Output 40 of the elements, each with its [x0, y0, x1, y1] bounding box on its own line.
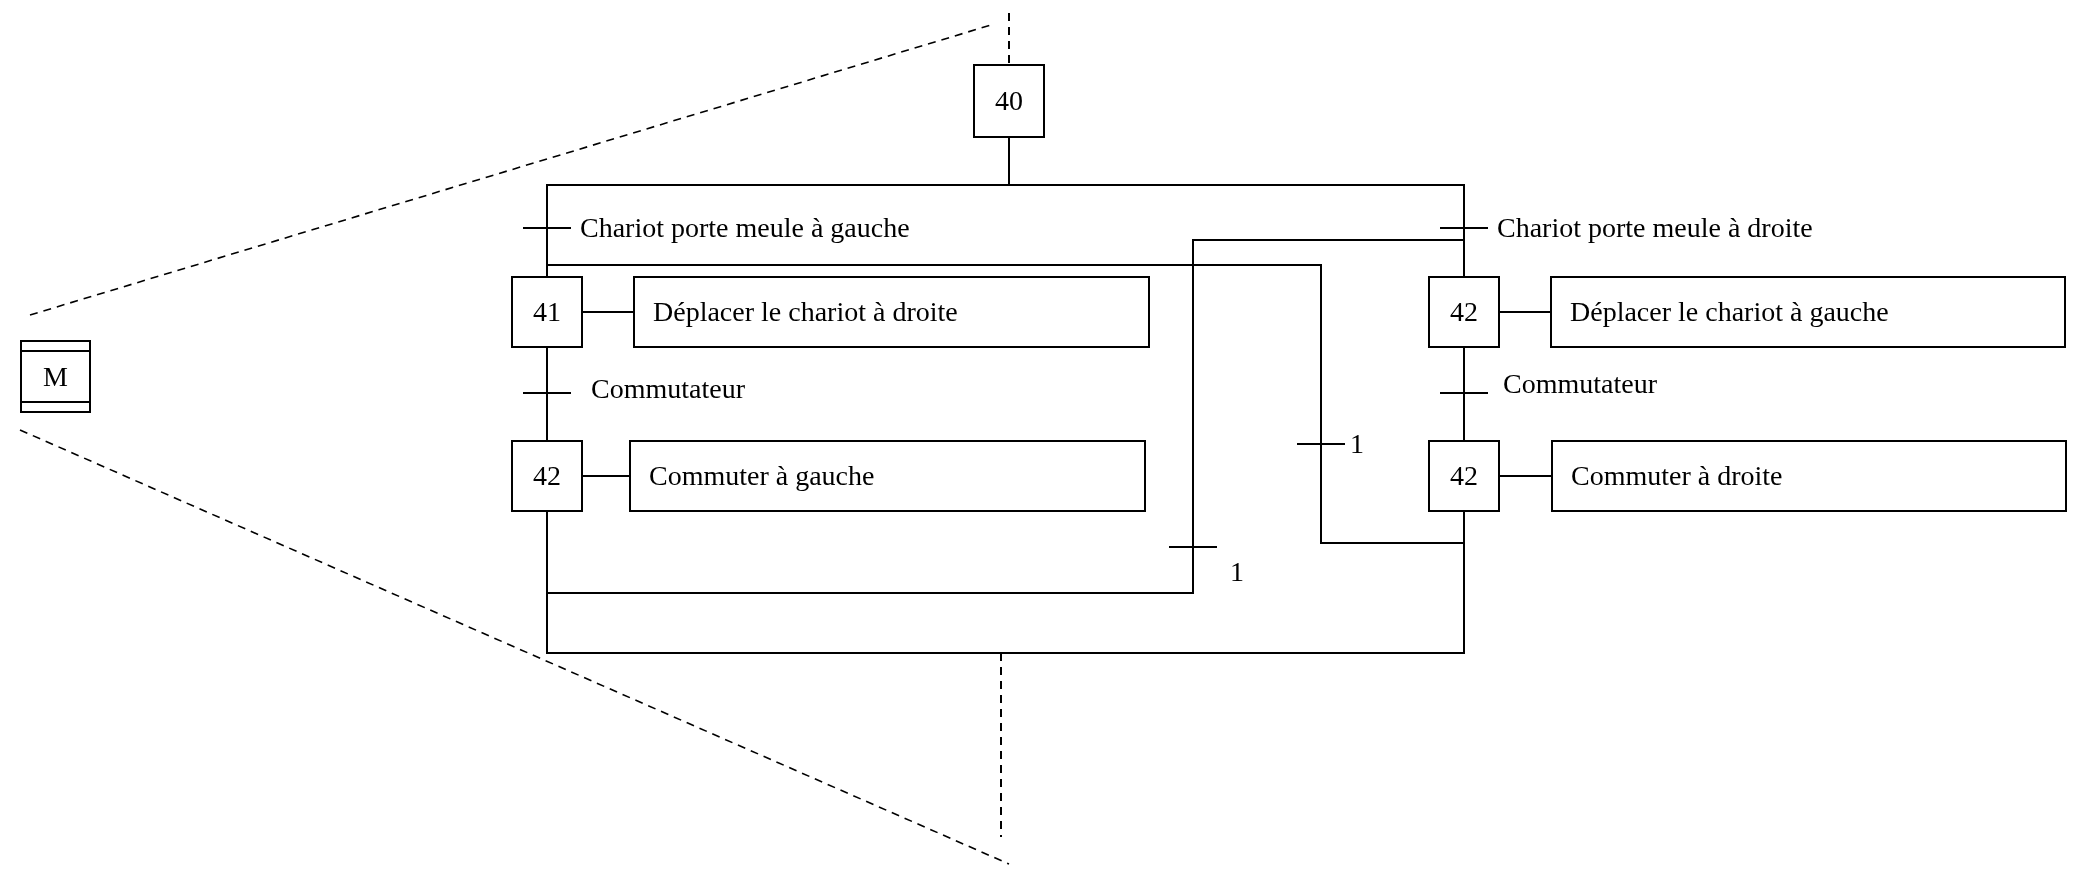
connector-line	[1463, 393, 1465, 441]
connector-line	[546, 347, 548, 393]
transition-condition: Chariot porte meule à gauche	[580, 212, 910, 244]
connector-line	[1008, 12, 1010, 65]
action-box	[629, 440, 1146, 512]
step-box	[511, 440, 583, 512]
step-box	[511, 276, 583, 348]
connector-line	[1463, 347, 1465, 393]
step-box	[973, 64, 1045, 138]
connector-line	[1463, 228, 1465, 277]
action-text: Commuter à gauche	[649, 460, 875, 492]
action-text: Commuter à droite	[1571, 460, 1783, 492]
transition-condition: Chariot porte meule à droite	[1497, 212, 1813, 244]
connector-line	[1192, 239, 1465, 547]
transition-condition: 1	[1350, 428, 1364, 460]
step-number: 40	[995, 85, 1023, 117]
action-text: Déplacer le chariot à gauche	[1570, 296, 1889, 328]
action-box	[633, 276, 1150, 348]
macro-step-box	[20, 340, 91, 413]
connector-line	[1499, 311, 1551, 313]
step-number: 42	[1450, 296, 1478, 328]
transition-condition: Commutateur	[591, 373, 745, 405]
connector-line	[1320, 444, 1465, 544]
connector-line	[582, 475, 630, 477]
step-number: 42	[1450, 460, 1478, 492]
transition-condition: 1	[1230, 556, 1244, 588]
connector-line	[582, 311, 634, 313]
action-box	[1551, 440, 2067, 512]
connector-line	[1499, 475, 1552, 477]
step-number: M	[43, 360, 68, 393]
action-text: Déplacer le chariot à droite	[653, 296, 958, 328]
step-number: 41	[533, 296, 561, 328]
action-box	[1550, 276, 2066, 348]
step-number: 42	[533, 460, 561, 492]
step-box	[1428, 276, 1500, 348]
transition-condition: Commutateur	[1503, 368, 1657, 400]
connector-line	[546, 393, 548, 441]
step-box	[1428, 440, 1500, 512]
connector-line	[546, 264, 1322, 444]
connector-line	[1000, 652, 1002, 838]
